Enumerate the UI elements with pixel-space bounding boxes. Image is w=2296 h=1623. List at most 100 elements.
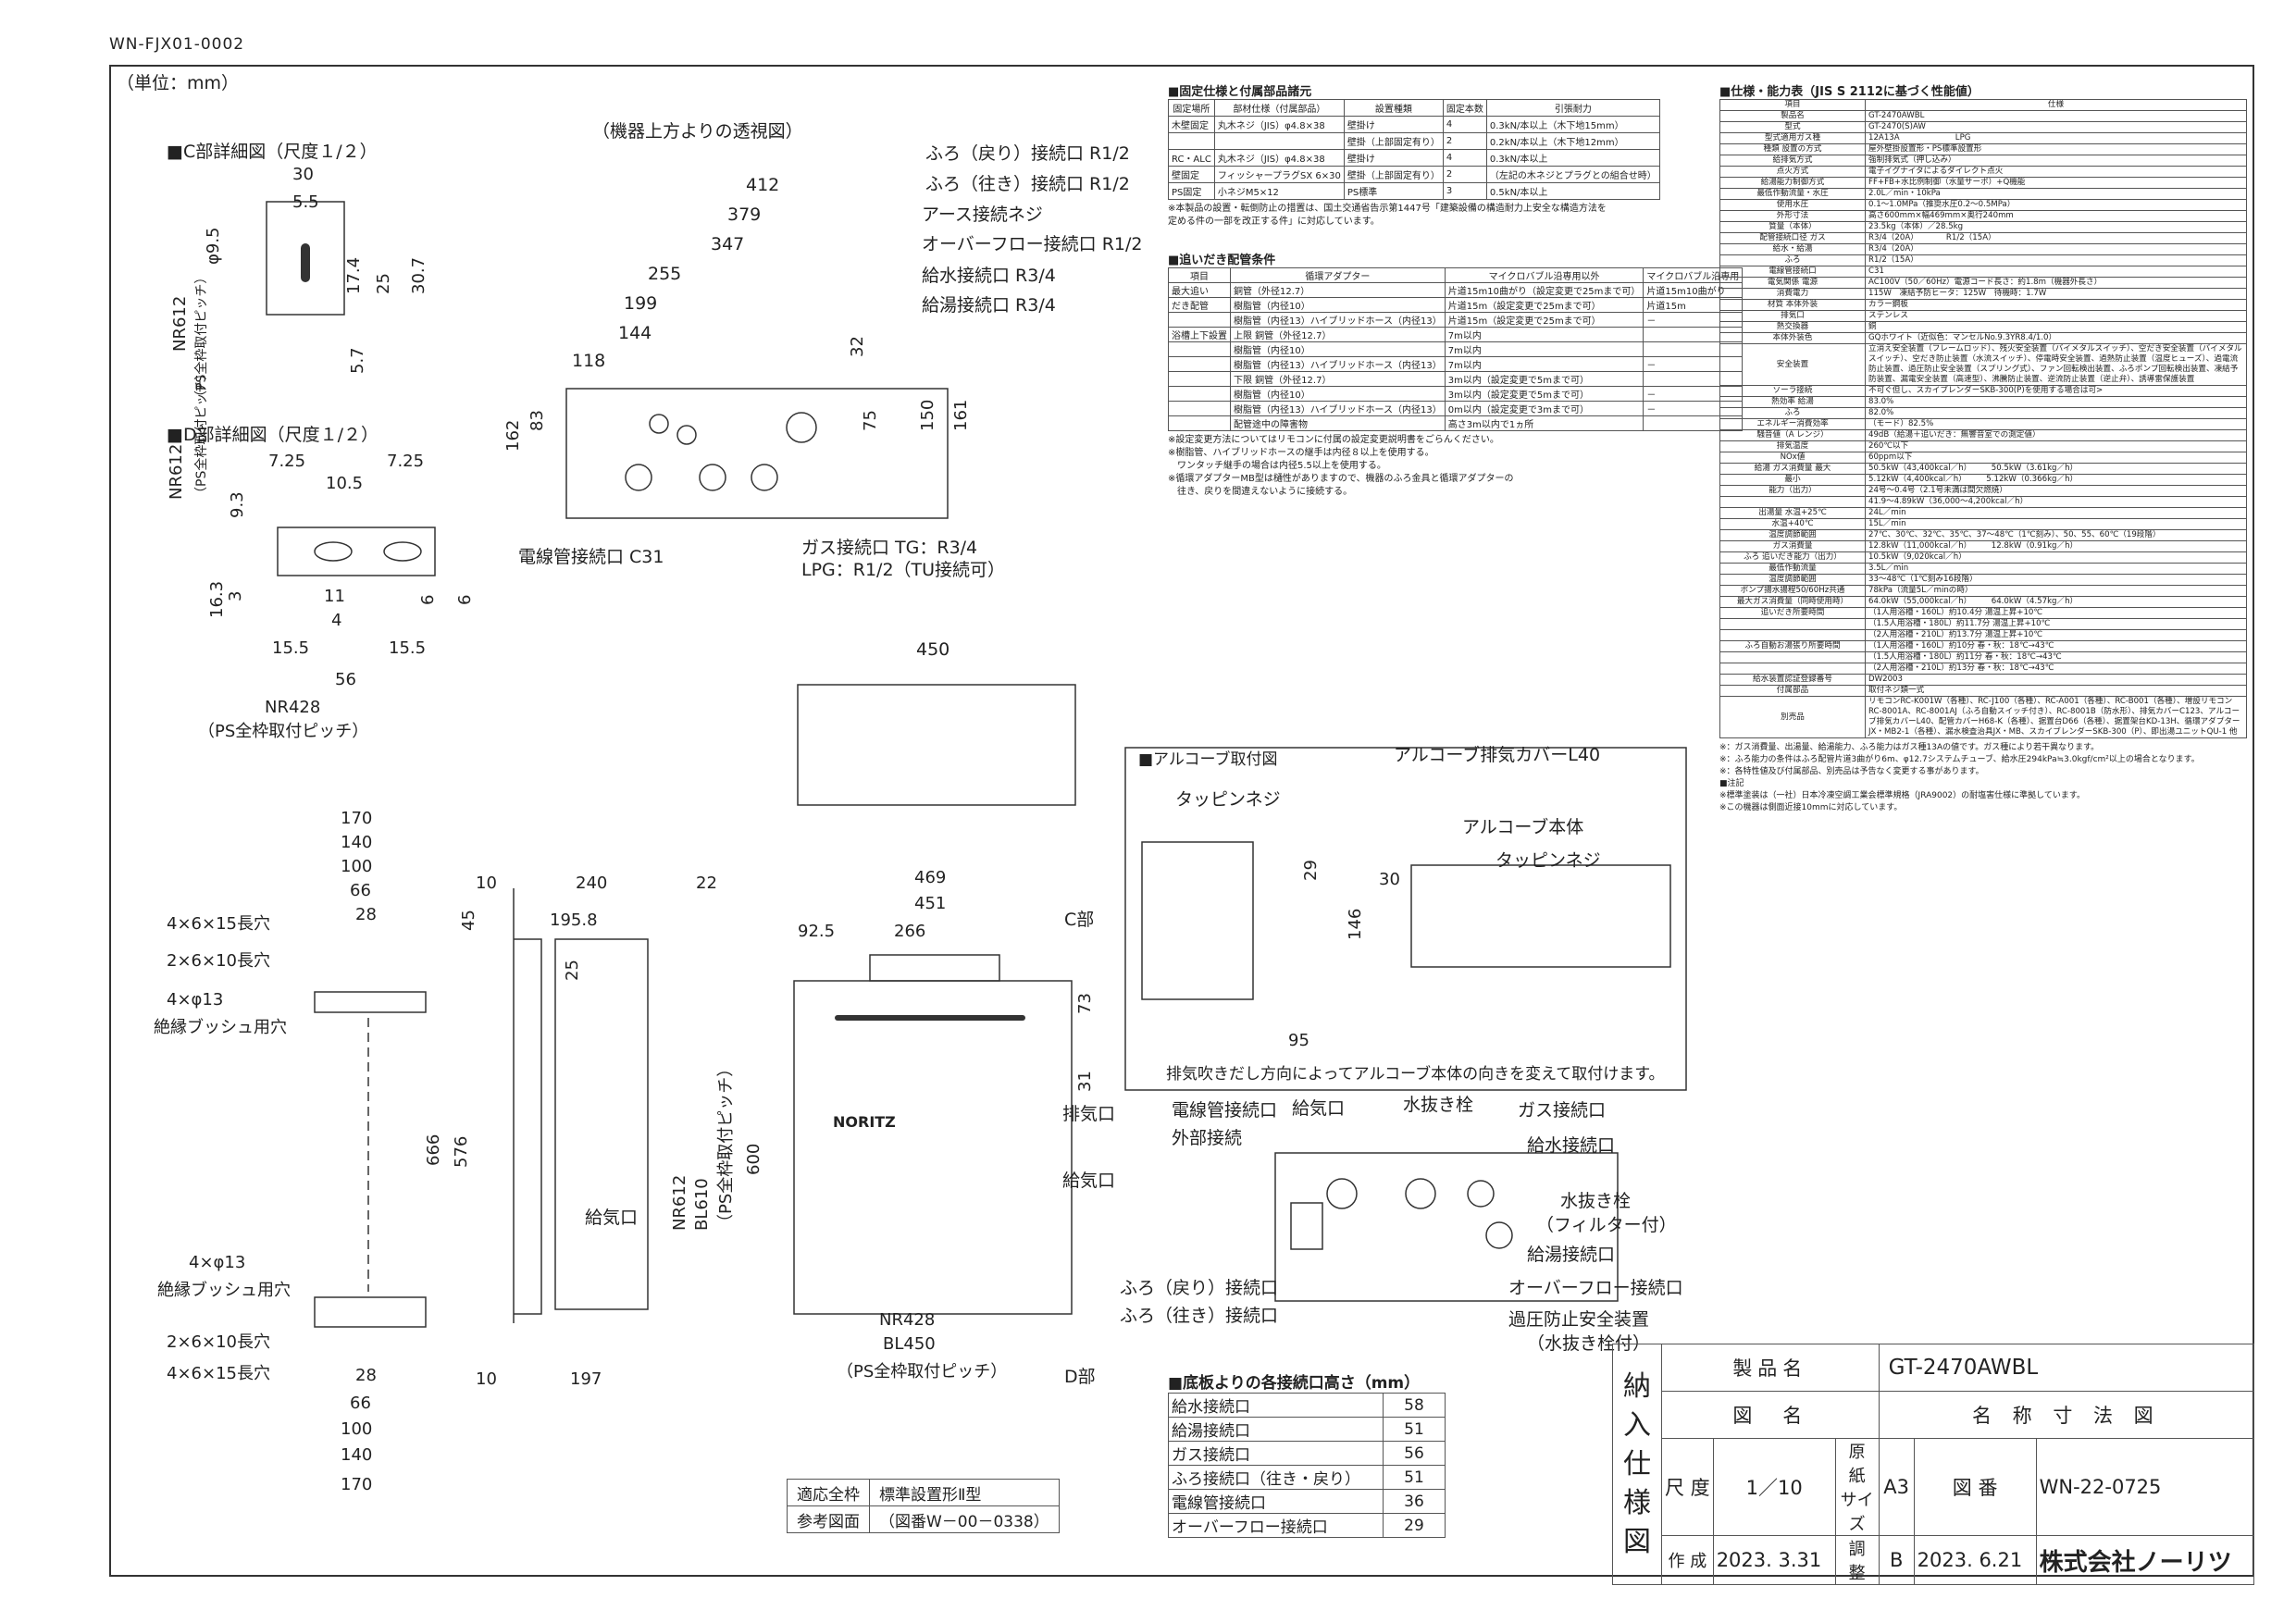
side-view-dim-7: 10 xyxy=(476,1369,497,1389)
spec-cell: 仕様 xyxy=(1865,99,2247,111)
front-label-2: 給気口 xyxy=(1062,1171,1115,1191)
revision: B xyxy=(1878,1535,1915,1585)
spec-cell: 屋外壁掛設置形・PS標準設置形 xyxy=(1865,143,2247,155)
spec-cell xyxy=(1719,629,1866,641)
fixing-cell: 0.2kN/本以上（木下地12mm） xyxy=(1485,132,1660,150)
spec-cell: 64.0kW（55,000kcal／h） 64.0kW（4.57kg／h） xyxy=(1865,596,2247,608)
side-view-dim-8: 197 xyxy=(570,1369,602,1389)
heights-row: ふろ接続口（往き・戻り）51 xyxy=(1168,1465,1446,1490)
fixing-cell: 4 xyxy=(1442,149,1487,167)
spec-cell: 種類 設置の方式 xyxy=(1719,143,1866,155)
bracket-label-7: 4×6×15長穴 xyxy=(167,1364,270,1383)
c-dim-6: 5.7 xyxy=(348,347,367,374)
bottom-label-3: 水抜き栓 xyxy=(1403,1095,1473,1115)
fixing-cell: 4 xyxy=(1442,116,1487,133)
d-dim-8: 6 xyxy=(418,595,438,605)
bracket-top-dim-1: 140 xyxy=(341,833,372,852)
ps-cell: （図番W－00－0338） xyxy=(869,1505,1060,1533)
spec-cell: 使用水圧 xyxy=(1719,199,1866,211)
oidaki-cell xyxy=(1168,386,1231,402)
d-dim-5: 3 xyxy=(226,591,245,601)
c-dim-4: 25 xyxy=(374,273,393,294)
oidaki-cell: 3m以内（設定変更で5mまで可） xyxy=(1444,371,1644,387)
made-date: 2023. 3.31 xyxy=(1712,1535,1836,1585)
d-dim-15: NR612 xyxy=(167,444,186,500)
scale-label: 尺 度 xyxy=(1661,1438,1714,1536)
paper-label: 原 紙 サイズ xyxy=(1834,1438,1880,1536)
heights-cell: 36 xyxy=(1383,1489,1446,1514)
fixing-cell: 壁掛け xyxy=(1343,149,1444,167)
oidaki-section: ■追いだき配管条件 項目循環アダプターマイクロバブル沿専用以外マイクロバブル沿専… xyxy=(1168,250,1744,499)
spec-row: 最大ガス消費量（同時使用時）64.0kW（55,000kcal／h） 64.0k… xyxy=(1719,596,2247,608)
gas-conn-label-2: LPG：R1/2（TU接続可） xyxy=(801,560,1005,580)
oidaki-row: 下限 銅管（外径12.7）3m以内（設定変更で5mまで可） xyxy=(1168,371,1744,387)
oidaki-title: ■追いだき配管条件 xyxy=(1168,254,1276,267)
conduit-label: 電線管接続口 C31 xyxy=(518,547,664,567)
fixing-cell: 壁掛（上部固定有り） xyxy=(1343,132,1444,150)
fixing-note: ※本製品の設置・転倒防止の措置は、国土交通省告示第1447号「建築設備の構造耐力… xyxy=(1168,203,1705,229)
spec-row: （1.5人用浴槽・180L）約11分 春・秋：18℃→43℃ xyxy=(1719,651,2247,663)
heights-cell: 電線管接続口 xyxy=(1168,1489,1384,1514)
fixing-cell: フィッシャープラグSX 6×30 xyxy=(1213,166,1345,183)
spec-cell: 83.0% xyxy=(1865,396,2247,408)
alcove-label-1: タッピンネジ xyxy=(1175,789,1281,810)
spec-cell: 最低作動流量 xyxy=(1719,563,1866,575)
spec-cell: 78kPa（流量5L／minの時） xyxy=(1865,585,2247,597)
bracket-top-dim-4: 28 xyxy=(355,905,377,924)
top-dim-1: 379 xyxy=(727,204,761,225)
c-dim-2: φ9.5 xyxy=(204,228,223,266)
side-dim-1: 162 xyxy=(503,420,523,452)
spec-cell: 安全装置 xyxy=(1719,343,1866,386)
oidaki-cell: 高さ3m以内で1ヵ所 xyxy=(1444,415,1644,431)
spec-cell: 材質 本体外装 xyxy=(1719,299,1866,311)
spec-cell: ステンレス xyxy=(1865,310,2247,322)
top-dim-6: 118 xyxy=(572,351,605,371)
spec-cell: （2人用浴槽・210L）約13分 春・秋：18℃→43℃ xyxy=(1865,663,2247,675)
spec-cell: 15L／min xyxy=(1865,518,2247,530)
drawing-frame xyxy=(109,65,2254,1577)
front-dim-3: 266 xyxy=(894,922,925,941)
side-view-dim-5: 666 xyxy=(424,1134,443,1166)
spec-cell: 24号～0.4号（2.1号未満は間欠燃焼） xyxy=(1865,485,2247,497)
c-dim-5: 30.7 xyxy=(409,257,428,294)
fixing-cell: 0.5kN/本以上 xyxy=(1485,182,1660,200)
spec-row: 質量（本体）23.5kg（本体）／28.5kg xyxy=(1719,221,2247,233)
spec-cell: カラー鋼板 xyxy=(1865,299,2247,311)
spec-cell: 3.5L／min xyxy=(1865,563,2247,575)
fixing-title: ■固定仕様と付属部品諸元 xyxy=(1168,85,1312,99)
number-label: 図 番 xyxy=(1913,1438,2037,1536)
spec-cell: 給湯能力制御方式 xyxy=(1719,177,1866,189)
fixing-note-line: ※本製品の設置・転倒防止の措置は、国土交通省告示第1447号「建築設備の構造耐力… xyxy=(1168,204,1607,214)
spec-row: 項目仕様 xyxy=(1719,99,2247,111)
alcove-dim-1: 30 xyxy=(1379,870,1400,889)
heights-title: ■底板よりの各接続口高さ（mm） xyxy=(1168,1374,1421,1393)
spec-cell: 82.0% xyxy=(1865,407,2247,419)
oidaki-table: 項目循環アダプターマイクロバブル沿専用以外マイクロバブル沿専用最大追い銅管（外径… xyxy=(1168,267,1744,431)
spec-cell: 外形寸法 xyxy=(1719,210,1866,222)
spec-cell: 消費電力 xyxy=(1719,288,1866,300)
spec-cell: 0.1～1.0MPa（推奨水圧0.2～0.5MPa） xyxy=(1865,199,2247,211)
bracket-label-5: 絶縁ブッシュ用穴 xyxy=(157,1280,291,1300)
fixing-cell: 木壁固定 xyxy=(1168,116,1215,133)
fixing-spec-section: ■固定仕様と付属部品諸元 固定場所部材仕様（付属部品）設置種類固定本数引張耐力木… xyxy=(1168,81,1705,229)
side-view-dim-1: 240 xyxy=(576,873,607,893)
spec-cell: （モード）82.5% xyxy=(1865,418,2247,430)
brand-logo: NORITZ xyxy=(833,1113,896,1131)
spec-cell: R1/2（15A） xyxy=(1865,254,2247,266)
spec-row: 点火方式電子イグナイタによるダイレクト点火 xyxy=(1719,166,2247,178)
alcove-dim-0: 29 xyxy=(1301,860,1321,881)
d-dim-9: 6 xyxy=(455,595,475,605)
spec-cell: 熱効率 給湯 xyxy=(1719,396,1866,408)
company-name: 株式会社ノーリツ xyxy=(2035,1535,2255,1585)
